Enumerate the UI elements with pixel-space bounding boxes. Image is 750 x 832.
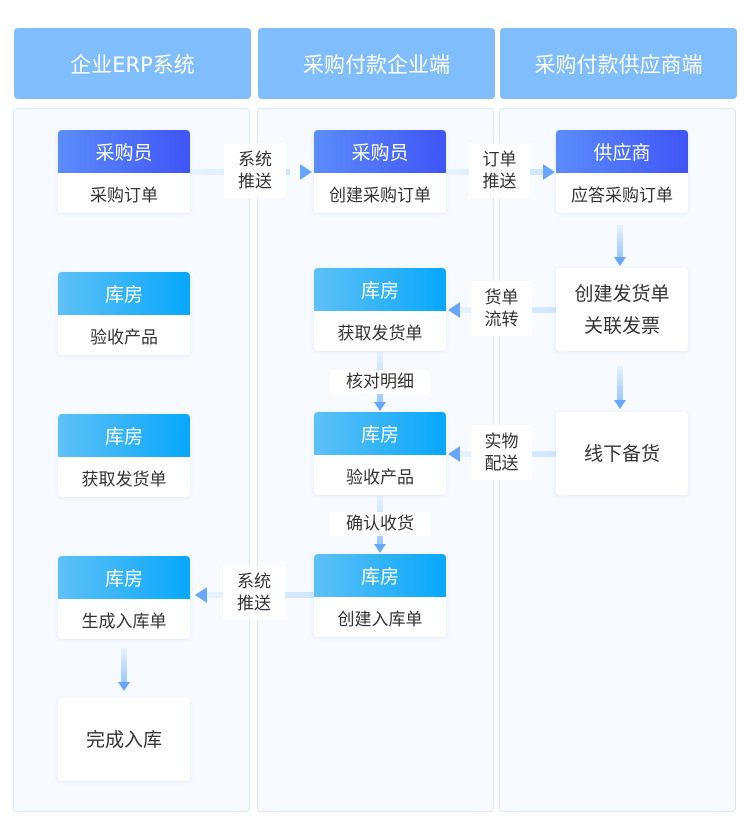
arrow-left-icon (448, 446, 460, 462)
erp-purchaser-node: 采购员采购订单 (58, 130, 190, 213)
label-check-details: 核对明细 (330, 370, 430, 394)
arrow-right-icon (543, 164, 555, 180)
ent-purchaser-node: 采购员创建采购订单 (314, 130, 446, 213)
arrow-down-icon (614, 257, 626, 266)
label-system-push: 系统推送 (224, 143, 286, 198)
arrow-down-icon (374, 402, 386, 411)
connector-line (121, 648, 127, 682)
erp-warehouse-inbound-node: 库房生成入库单 (58, 556, 190, 639)
ent-warehouse-inspect-node: 库房验收产品 (314, 412, 446, 495)
erp-complete-node: 完成入库 (58, 698, 190, 781)
arrow-down-icon (614, 400, 626, 409)
label-system-push-2: 系统推送 (223, 566, 285, 620)
arrow-left-icon (448, 302, 460, 318)
supplier-offline-stock-node: 线下备货 (556, 412, 688, 495)
label-physical-delivery: 实物配送 (471, 425, 532, 480)
arrow-down-icon (374, 544, 386, 553)
erp-warehouse-waybill-node: 库房获取发货单 (58, 414, 190, 497)
connector-line (617, 225, 623, 257)
label-waybill-transfer: 货单流转 (471, 281, 532, 336)
ent-warehouse-inbound-node: 库房创建入库单 (314, 554, 446, 637)
connector-line (617, 366, 623, 400)
label-order-push: 订单推送 (469, 143, 530, 198)
supplier-create-waybill-node: 创建发货单关联发票 (556, 268, 688, 351)
column-header-supplier: 采购付款供应商端 (500, 28, 737, 99)
arrow-right-icon (300, 164, 312, 180)
column-header-erp: 企业ERP系统 (14, 28, 251, 99)
arrow-left-icon (195, 587, 207, 603)
erp-warehouse-inspect-node: 库房验收产品 (58, 272, 190, 355)
label-confirm-receipt: 确认收货 (330, 512, 430, 536)
supplier-node: 供应商应答采购订单 (556, 130, 688, 213)
arrow-down-icon (118, 682, 130, 691)
ent-warehouse-waybill-node: 库房获取发货单 (314, 268, 446, 351)
column-header-enterprise: 采购付款企业端 (258, 28, 495, 99)
